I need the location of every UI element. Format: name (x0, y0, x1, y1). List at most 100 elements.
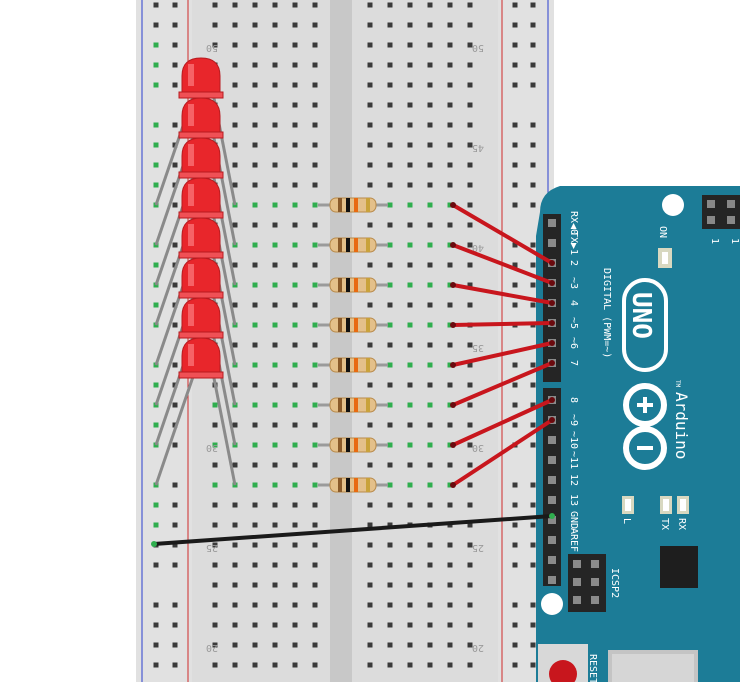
breadboard-hole (252, 262, 258, 268)
breadboard-hole (252, 122, 258, 128)
resistor-band (366, 198, 370, 212)
breadboard-hole (272, 582, 278, 588)
breadboard-hole (387, 602, 393, 608)
signal-wire (451, 283, 554, 305)
breadboard-hole (512, 2, 518, 8)
breadboard-hole (367, 262, 373, 268)
breadboard-hole (232, 602, 238, 608)
breadboard-hole (212, 522, 218, 528)
breadboard-hole (232, 2, 238, 8)
breadboard-hole (427, 382, 433, 388)
breadboard-hole (530, 162, 536, 168)
breadboard-hole (387, 402, 393, 408)
breadboard-hole (530, 562, 536, 568)
breadboard-hole (272, 142, 278, 148)
breadboard-hole (312, 562, 318, 568)
row-label: 40 (472, 242, 484, 253)
breadboard-hole (252, 202, 258, 208)
breadboard-hole (467, 222, 473, 228)
breadboard-hole (387, 162, 393, 168)
breadboard-hole (447, 22, 453, 28)
breadboard-hole (272, 282, 278, 288)
resistor-band (346, 198, 350, 212)
led-rim (178, 331, 224, 339)
wire-end (450, 442, 456, 448)
row-label: 30 (206, 442, 218, 453)
breadboard-hole (512, 242, 518, 248)
breadboard-hole (407, 282, 413, 288)
led-rim (178, 211, 224, 219)
breadboard-hole (292, 522, 298, 528)
breadboard-hole (252, 522, 258, 528)
breadboard-hole (312, 62, 318, 68)
resistor-band (354, 198, 358, 212)
breadboard-hole (272, 362, 278, 368)
breadboard-hole (530, 662, 536, 668)
led-highlight (188, 104, 194, 126)
wire-end (450, 362, 456, 368)
breadboard-hole (407, 62, 413, 68)
breadboard-hole (387, 442, 393, 448)
breadboard-hole (447, 162, 453, 168)
breadboard-hole (367, 102, 373, 108)
breadboard-hole (292, 442, 298, 448)
breadboard-hole (512, 62, 518, 68)
breadboard-hole (272, 642, 278, 648)
breadboard-hole (467, 302, 473, 308)
breadboard-hole (292, 62, 298, 68)
breadboard-hole (272, 22, 278, 28)
breadboard-hole (312, 362, 318, 368)
breadboard-hole (252, 422, 258, 428)
header-pin-1-label: 1 (709, 238, 720, 244)
breadboard-hole (252, 142, 258, 148)
pin-label: 2 (568, 260, 579, 266)
led-highlight (188, 144, 194, 166)
breadboard-hole (387, 42, 393, 48)
wire-end (549, 280, 555, 286)
breadboard-hole (427, 122, 433, 128)
breadboard-hole (252, 482, 258, 488)
breadboard-hole (153, 262, 159, 268)
breadboard-hole (232, 42, 238, 48)
breadboard-hole (292, 282, 298, 288)
breadboard-hole (387, 462, 393, 468)
breadboard-hole (252, 162, 258, 168)
breadboard-hole (512, 122, 518, 128)
breadboard-hole (407, 502, 413, 508)
breadboard-hole (212, 502, 218, 508)
breadboard-hole (252, 342, 258, 348)
breadboard-hole (232, 562, 238, 568)
breadboard-hole (530, 502, 536, 508)
breadboard-hole (252, 282, 258, 288)
breadboard-hole (367, 522, 373, 528)
led-body (181, 57, 221, 95)
resistor-band (366, 278, 370, 292)
breadboard-hole (252, 2, 258, 8)
led-rim (178, 91, 224, 99)
breadboard-hole (407, 102, 413, 108)
breadboard-hole (467, 362, 473, 368)
breadboard-hole (512, 42, 518, 48)
breadboard-hole (467, 142, 473, 148)
breadboard-hole (447, 382, 453, 388)
breadboard-hole (427, 282, 433, 288)
resistor-band (338, 318, 342, 332)
breadboard-hole (312, 602, 318, 608)
led-rim (178, 291, 224, 299)
breadboard-hole (447, 342, 453, 348)
breadboard-hole (272, 622, 278, 628)
breadboard-hole (467, 622, 473, 628)
breadboard-hole (447, 102, 453, 108)
breadboard-hole (447, 182, 453, 188)
breadboard-hole (512, 22, 518, 28)
breadboard-hole (292, 462, 298, 468)
breadboard-hole (447, 462, 453, 468)
breadboard-hole (272, 122, 278, 128)
header-pin (727, 216, 735, 224)
breadboard-hole (367, 162, 373, 168)
breadboard-hole (407, 42, 413, 48)
led-l-lens (625, 499, 631, 511)
breadboard-hole (530, 202, 536, 208)
header-pin (548, 219, 556, 227)
